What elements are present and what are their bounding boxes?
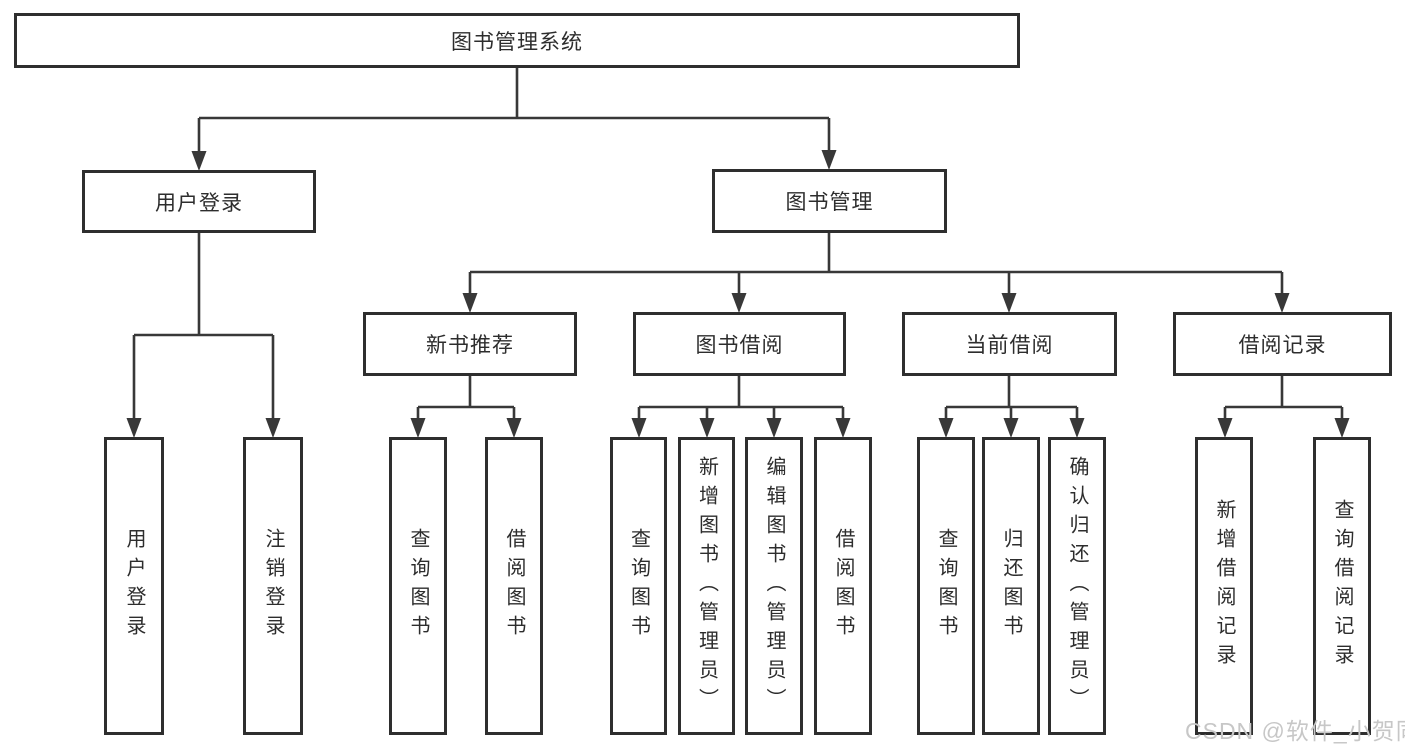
leaf-query-borrow-record: 查询借阅记录	[1313, 437, 1371, 735]
leaf-add-book-admin: 新增图书（管理员）	[678, 437, 735, 735]
node-user-login: 用户登录	[82, 170, 316, 233]
leaf-confirm-return-admin-label: 确认归还（管理员）	[1066, 455, 1088, 717]
arrowhead-icon	[1003, 418, 1019, 438]
leaf-user-login: 用户登录	[104, 437, 164, 735]
node-borrow-records-label: 借阅记录	[1238, 334, 1327, 357]
node-new-book-recommend: 新书推荐	[363, 312, 577, 376]
leaf-add-borrow-record-label: 新增借阅记录	[1213, 499, 1235, 673]
node-book-management-label: 图书管理	[785, 191, 874, 214]
node-current-borrow-label: 当前借阅	[965, 334, 1054, 357]
leaf-confirm-return-admin: 确认归还（管理员）	[1048, 437, 1106, 735]
leaf-logout-label: 注销登录	[262, 528, 284, 644]
leaf-query-books-current-label: 查询图书	[935, 528, 957, 644]
arrowhead-icon	[191, 151, 207, 171]
arrowhead-icon	[126, 418, 142, 438]
arrowhead-icon	[265, 418, 281, 438]
node-book-borrow-label: 图书借阅	[695, 334, 784, 357]
node-root: 图书管理系统	[14, 13, 1020, 68]
leaf-borrow-books-label: 借阅图书	[832, 528, 854, 644]
leaf-borrow-books: 借阅图书	[814, 437, 872, 735]
arrowhead-icon	[821, 150, 837, 170]
leaf-query-books-borrow-label: 查询图书	[627, 528, 650, 644]
leaf-edit-book-admin: 编辑图书（管理员）	[745, 437, 803, 735]
arrowhead-icon	[506, 418, 522, 438]
arrowhead-icon	[1217, 418, 1233, 438]
leaf-query-books-recommend: 查询图书	[389, 437, 447, 735]
arrowhead-icon	[1001, 293, 1017, 313]
leaf-return-book: 归还图书	[982, 437, 1040, 735]
leaf-query-borrow-record-label: 查询借阅记录	[1331, 499, 1353, 673]
node-root-label: 图书管理系统	[451, 30, 583, 54]
node-user-login-label: 用户登录	[155, 191, 243, 215]
arrowhead-icon	[835, 418, 851, 438]
arrowhead-icon	[1334, 418, 1350, 438]
arrowhead-icon	[766, 418, 782, 438]
leaf-borrow-books-recommend-label: 借阅图书	[503, 528, 525, 644]
connector-lines	[132, 68, 1344, 427]
node-book-borrow: 图书借阅	[633, 312, 846, 376]
arrowhead-icon	[462, 293, 478, 313]
arrowhead-icon	[1069, 418, 1085, 438]
node-borrow-records: 借阅记录	[1173, 312, 1392, 376]
arrowhead-icon	[1274, 293, 1290, 313]
arrowheads	[126, 150, 1350, 438]
node-book-management: 图书管理	[712, 169, 947, 233]
arrowhead-icon	[731, 293, 747, 313]
leaf-logout: 注销登录	[243, 437, 303, 735]
leaf-borrow-books-recommend: 借阅图书	[485, 437, 543, 735]
arrowhead-icon	[410, 418, 426, 438]
leaf-query-books-recommend-label: 查询图书	[407, 528, 429, 644]
leaf-add-book-admin-label: 新增图书（管理员）	[695, 455, 718, 717]
leaf-return-book-label: 归还图书	[1000, 528, 1022, 644]
leaf-add-borrow-record: 新增借阅记录	[1195, 437, 1253, 735]
arrowhead-icon	[699, 418, 715, 438]
leaf-edit-book-admin-label: 编辑图书（管理员）	[763, 455, 785, 717]
leaf-query-books-current: 查询图书	[917, 437, 975, 735]
arrowhead-icon	[938, 418, 954, 438]
arrowhead-icon	[631, 418, 647, 438]
leaf-query-books-borrow: 查询图书	[610, 437, 667, 735]
node-new-book-recommend-label: 新书推荐	[426, 334, 514, 357]
watermark: CSDN @软件_小贺同学	[1185, 718, 1405, 744]
node-current-borrow: 当前借阅	[902, 312, 1117, 376]
leaf-user-login-label: 用户登录	[123, 528, 145, 644]
